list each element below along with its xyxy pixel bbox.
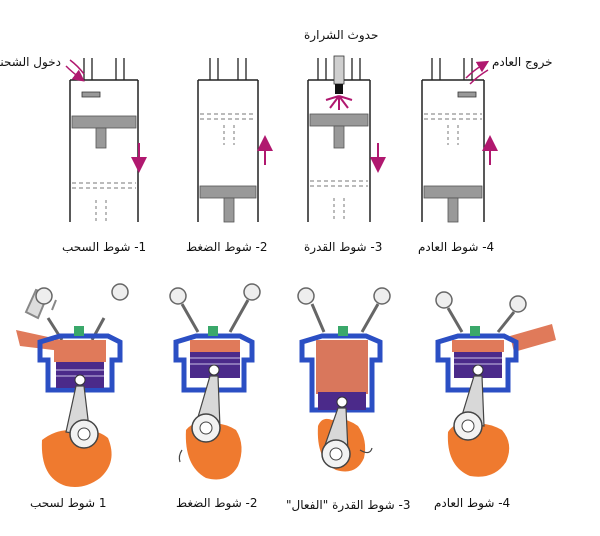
bottom-stroke-label-1: 1 شوط لسحب [30, 496, 107, 510]
top-stroke-label-3: 3- شوط القدرة [304, 240, 383, 254]
top-stroke-label-1: 1- شوط السحب [62, 240, 147, 254]
top-stroke-label-2: 2- شوط الضغط [186, 240, 268, 254]
exhaust-label: خروج العادم [492, 55, 553, 69]
cylinder-compression-schematic [197, 58, 259, 223]
cylinder-power-schematic [307, 55, 371, 222]
top-stroke-label-4: 4- شوط العادم [418, 240, 495, 254]
engine-compression-cutaway [169, 283, 261, 480]
intake-flow-arrow [65, 59, 85, 82]
intake-label: دخول الشحنة [0, 55, 61, 69]
engine-power-cutaway [297, 287, 391, 472]
exhaust-flow-arrow [465, 60, 490, 85]
spark-label: حدوث الشرارة [304, 28, 379, 42]
spark-burst-icon [325, 95, 353, 110]
cylinder-intake-schematic [69, 58, 139, 222]
bottom-stroke-label-2: 2- شوط الضغط [176, 496, 258, 510]
engine-exhaust-cutaway [435, 291, 556, 477]
engine-intake-cutaway [16, 283, 129, 487]
bottom-stroke-label-4: 4- شوط العادم [434, 496, 511, 510]
cylinder-exhaust-schematic [421, 58, 485, 223]
bottom-stroke-label-3: 3- شوط القدرة "الفعال" [286, 498, 411, 512]
